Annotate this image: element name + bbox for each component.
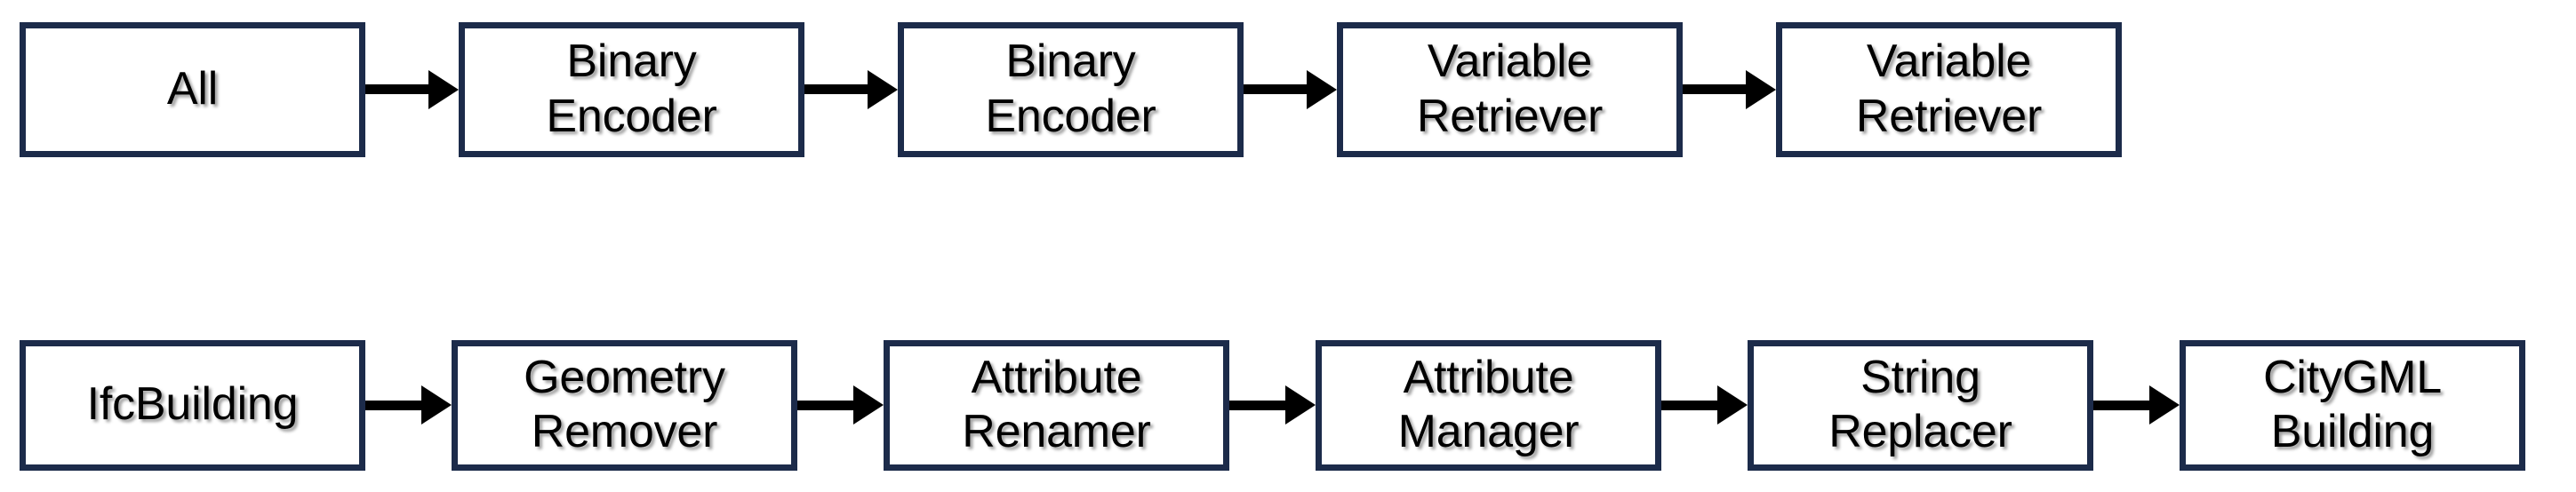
node-citygml-building[interactable]: CityGML Building (2180, 339, 2525, 471)
arrow-head-icon (421, 385, 452, 425)
arrow-shaft (365, 84, 430, 94)
arrow-head-icon (2149, 385, 2180, 425)
arrow-binary-encoder-2-to-variable-retriever-1 (1244, 69, 1337, 109)
node-label: CityGML Building (2263, 351, 2442, 457)
arrow-shaft (1229, 400, 1287, 410)
arrow-binary-encoder-1-to-binary-encoder-2 (804, 69, 898, 109)
node-binary-encoder-1[interactable]: Binary Encoder (459, 21, 804, 157)
node-label: IfcBuilding (86, 378, 299, 431)
arrow-head-icon (1307, 69, 1337, 109)
arrow-string-replacer-to-citygml-building (2093, 385, 2180, 425)
arrow-head-icon (1285, 385, 1316, 425)
arrow-attribute-manager-to-string-replacer (1661, 385, 1748, 425)
node-label: Attribute Renamer (962, 351, 1151, 457)
arrow-head-icon (868, 69, 898, 109)
node-label: All (166, 62, 219, 115)
arrow-ifcbuilding-to-geometry-remover (365, 385, 452, 425)
arrow-attribute-renamer-to-attribute-manager (1229, 385, 1316, 425)
node-label: Geometry Remover (524, 351, 725, 457)
pipeline-row-top: All Binary Encoder Binary Encoder Variab… (0, 20, 2576, 158)
arrow-variable-retriever-1-to-variable-retriever-2 (1683, 69, 1776, 109)
arrow-head-icon (1717, 385, 1748, 425)
arrow-head-icon (1746, 69, 1776, 109)
node-attribute-manager[interactable]: Attribute Manager (1316, 339, 1661, 471)
arrow-head-icon (428, 69, 459, 109)
arrow-shaft (1244, 84, 1308, 94)
arrow-shaft (1661, 400, 1719, 410)
node-label: Variable Retriever (1855, 36, 2043, 142)
node-label: String Replacer (1828, 351, 2012, 457)
arrow-shaft (365, 400, 423, 410)
arrow-shaft (2093, 400, 2151, 410)
node-label: Binary Encoder (985, 36, 1156, 142)
node-variable-retriever-2[interactable]: Variable Retriever (1776, 21, 2122, 157)
node-variable-retriever-1[interactable]: Variable Retriever (1337, 21, 1683, 157)
arrow-shaft (797, 400, 855, 410)
arrow-head-icon (853, 385, 884, 425)
node-label: Attribute Manager (1397, 351, 1580, 457)
node-geometry-remover[interactable]: Geometry Remover (452, 339, 797, 471)
pipeline-row-bottom: IfcBuilding Geometry Remover Attribute R… (0, 338, 2576, 472)
node-label: Binary Encoder (546, 36, 717, 142)
arrow-shaft (1683, 84, 1748, 94)
arrow-geometry-remover-to-attribute-renamer (797, 385, 884, 425)
node-binary-encoder-2[interactable]: Binary Encoder (898, 21, 1244, 157)
node-attribute-renamer[interactable]: Attribute Renamer (884, 339, 1229, 471)
node-all[interactable]: All (20, 21, 365, 157)
node-ifcbuilding[interactable]: IfcBuilding (20, 339, 365, 471)
arrow-shaft (804, 84, 869, 94)
node-label: Variable Retriever (1416, 36, 1604, 142)
node-string-replacer[interactable]: String Replacer (1748, 339, 2093, 471)
arrow-all-to-binary-encoder-1 (365, 69, 459, 109)
